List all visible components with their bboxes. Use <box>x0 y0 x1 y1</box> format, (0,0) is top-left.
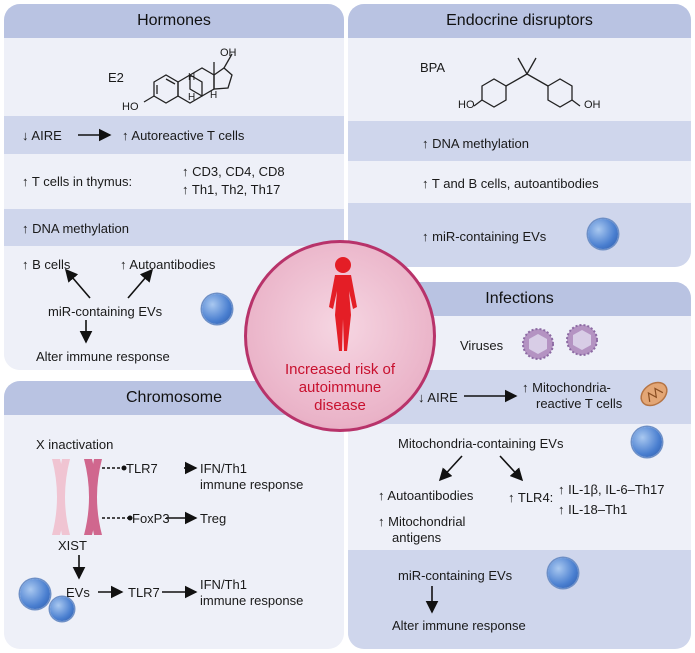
tlr7-text-a: TLR7 <box>126 461 158 476</box>
th-text: Th1, Th2, Th17 <box>182 182 280 197</box>
endocrine-tb-text: T and B cells, autoantibodies <box>422 176 599 191</box>
tcells-thymus-text: T cells in thymus: <box>22 174 132 189</box>
il1-text: IL-1β, IL-6–Th17 <box>558 482 664 497</box>
viruses-text: Viruses <box>460 338 504 353</box>
mito-antigens-text-1: Mitochondrial <box>378 514 465 529</box>
cd-text: CD3, CD4, CD8 <box>182 164 284 179</box>
mito-reactive-text-1: Mitochondria- <box>522 380 611 395</box>
chromosome-ev-icon <box>20 579 50 609</box>
bpa-structure-icon <box>473 57 581 108</box>
ifn-text-a2: immune response <box>200 477 304 492</box>
e2-band <box>4 38 344 116</box>
bpa-ho-label: HO <box>458 99 475 111</box>
infections-autoantibodies-text: Autoantibodies <box>378 488 473 503</box>
chromosome-ev-small-icon <box>50 597 74 621</box>
ifn-text-a1: IFN/Th1 <box>200 461 247 476</box>
evs-text: EVs <box>66 585 90 600</box>
hormones-title: Hormones <box>4 4 344 38</box>
virus-icon <box>522 324 598 360</box>
x-inactivation-text: X inactivation <box>36 437 114 452</box>
endocrine-panel: Endocrine disruptors BPA HO OH DNA methy… <box>348 4 691 267</box>
mito-antigens-text-2: antigens <box>392 530 442 545</box>
endocrine-mir-text: miR-containing EVs <box>422 229 546 244</box>
bpa-oh-label: OH <box>584 99 601 111</box>
il18-text: IL-18–Th1 <box>558 502 627 517</box>
infections-aire-text: AIRE <box>418 390 457 405</box>
e2-label: E2 <box>108 70 124 85</box>
x-chromosome-icon <box>52 459 102 535</box>
center-circle: Increased risk of autoimmune disease <box>244 240 436 432</box>
xist-text: XIST <box>58 538 87 553</box>
mir-evs-text: miR-containing EVs <box>48 304 163 319</box>
tlr7-text-b: TLR7 <box>128 585 160 600</box>
aire-text: AIRE <box>22 128 61 143</box>
bpa-band <box>348 38 691 121</box>
autoantibodies-text: Autoantibodies <box>120 257 215 272</box>
mitochondrion-icon <box>640 381 668 407</box>
treg-text: Treg <box>200 511 227 526</box>
mito-ev-icon <box>632 427 662 457</box>
ifn-text-b1: IFN/Th1 <box>200 577 247 592</box>
e2-oh-label: OH <box>220 47 237 59</box>
ev-icon <box>202 294 232 324</box>
autoreactive-text: Autoreactive T cells <box>122 128 244 143</box>
infections-mir-band <box>348 550 691 649</box>
endocrine-title: Endocrine disruptors <box>348 4 691 38</box>
center-text: Increased risk of autoimmune disease <box>284 361 396 414</box>
alter-immune-text: Alter immune response <box>36 349 170 364</box>
infections-mir-text: miR-containing EVs <box>398 568 513 583</box>
e2-h3-label: H <box>188 92 196 103</box>
dna-methylation-text: DNA methylation <box>22 221 129 236</box>
e2-h2-label: H <box>210 90 218 101</box>
bpa-label: BPA <box>420 60 446 75</box>
woman-icon <box>329 257 357 351</box>
e2-h1-label: H <box>188 72 196 83</box>
endocrine-dna-text: DNA methylation <box>422 136 529 151</box>
chromosome-panel: Chromosome X inactivation TLR7 IFN/Th1 i… <box>4 381 344 649</box>
mito-reactive-text-2: reactive T cells <box>536 396 623 411</box>
estradiol-structure-icon <box>143 53 233 104</box>
endocrine-ev-icon <box>588 219 618 249</box>
e2-ho-label: HO <box>122 101 139 113</box>
infections-ev-icon <box>548 558 578 588</box>
infections-alter-text: Alter immune response <box>392 618 526 633</box>
bcells-text: B cells <box>22 257 70 272</box>
tlr4-text: TLR4: <box>508 490 553 505</box>
ifn-text-b2: immune response <box>200 593 304 608</box>
foxp3-text: FoxP3 <box>132 511 170 526</box>
mito-evs-text: Mitochondria-containing EVs <box>398 436 564 451</box>
